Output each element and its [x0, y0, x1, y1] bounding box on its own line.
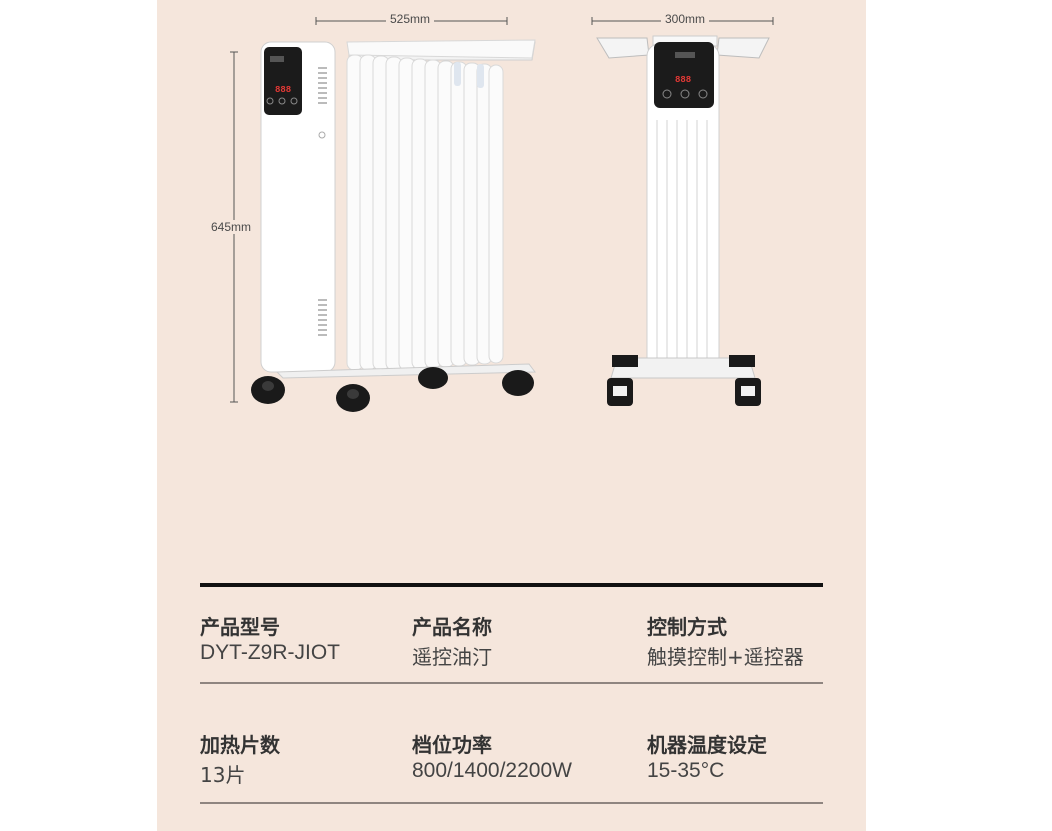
control-mode-value: 触摸控制+遥控器 — [647, 645, 804, 669]
drying-rack — [346, 39, 536, 61]
fin-count-value: 13片 — [200, 763, 246, 787]
width-dimension-label: 525mm — [386, 12, 435, 26]
control-column: 888 — [260, 41, 336, 373]
spec-table-bottom-rule — [200, 802, 823, 804]
model-value: DYT-Z9R-JIOT — [200, 641, 340, 664]
depth-dimension-label: 300mm — [661, 12, 710, 26]
caster-wheels — [251, 367, 534, 412]
spec-table-middle-rule — [200, 682, 823, 684]
spec-table-top-rule — [200, 583, 823, 587]
side-display-digits: 888 — [675, 75, 691, 85]
product-name-value: 遥控油汀 — [412, 645, 492, 669]
temperature-setting-value: 15-35°C — [647, 759, 725, 782]
fin-count-label: 加热片数 — [200, 733, 280, 757]
temperature-setting-label: 机器温度设定 — [647, 733, 767, 757]
side-view-heater: 888 — [596, 35, 770, 406]
control-mode-label: 控制方式 — [647, 615, 727, 639]
heater-fins — [346, 54, 504, 371]
power-levels-value: 800/1400/2200W — [412, 759, 572, 782]
product-name-label: 产品名称 — [412, 615, 492, 639]
heater-illustration: 888 — [230, 17, 774, 412]
model-label: 产品型号 — [200, 615, 280, 639]
product-panel: 888 — [157, 0, 866, 831]
power-levels-label: 档位功率 — [412, 733, 492, 757]
left-base — [275, 363, 536, 379]
height-dimension-label: 645mm — [207, 220, 256, 234]
display-digits: 888 — [275, 85, 291, 95]
